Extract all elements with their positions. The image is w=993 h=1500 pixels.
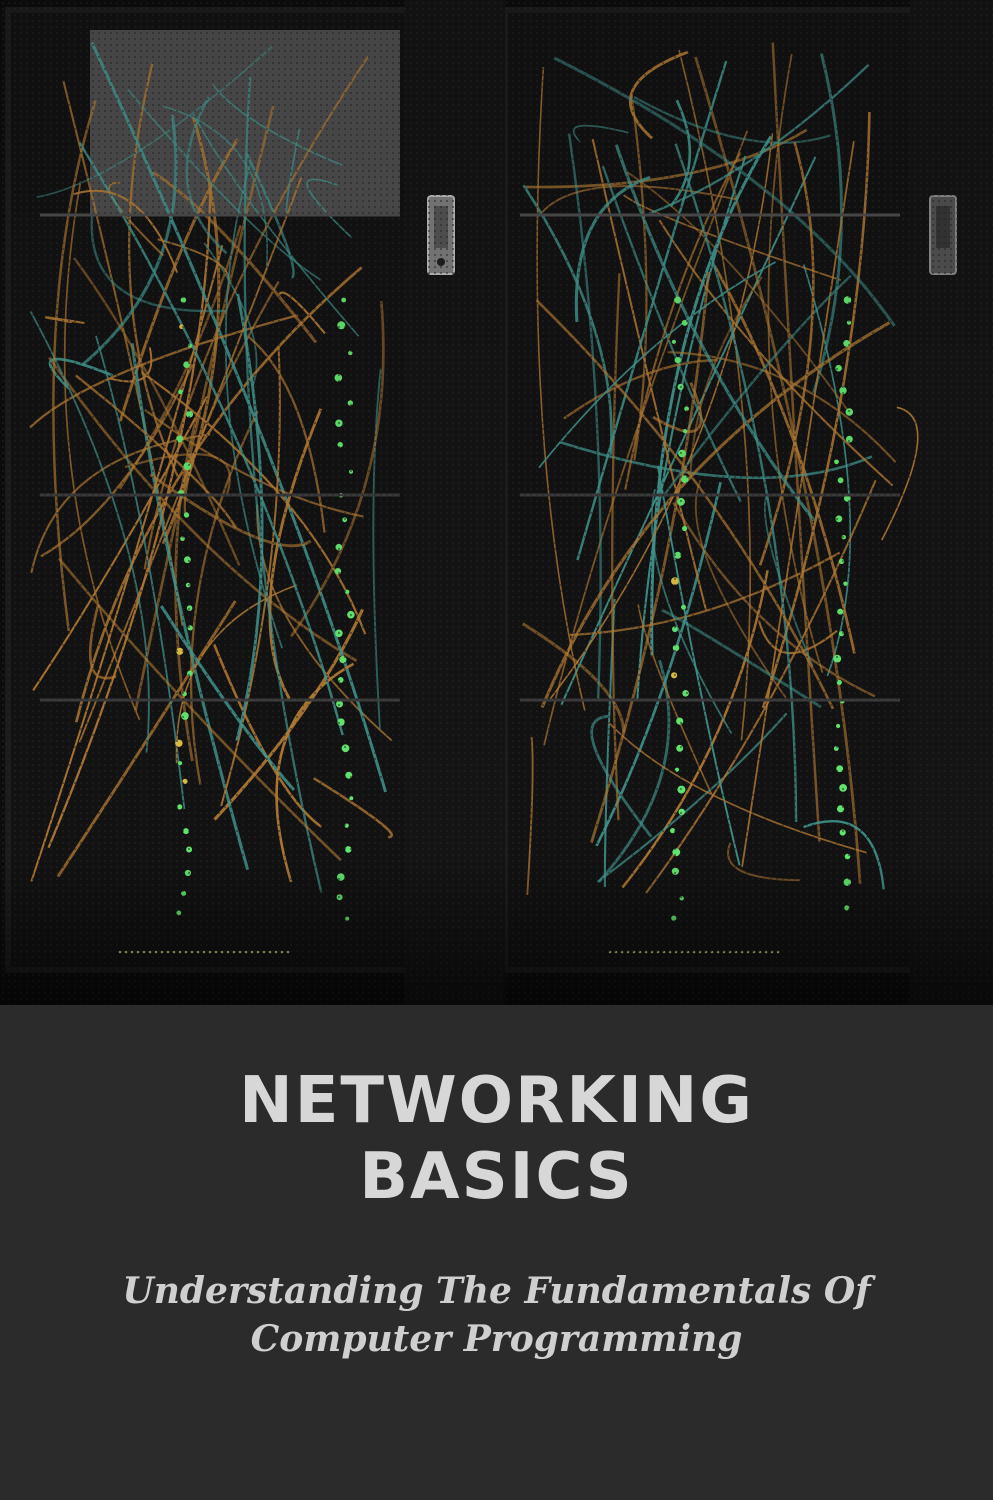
title-line-2: BASICS <box>359 1140 634 1214</box>
subtitle-line-2: Computer Programming <box>250 1318 743 1360</box>
book-title: NETWORKING BASICS <box>0 1005 993 1215</box>
server-racks-icon <box>0 0 993 1005</box>
title-block: NETWORKING BASICS Understanding The Fund… <box>0 1005 993 1500</box>
server-rack-photo <box>0 0 993 1005</box>
book-subtitle: Understanding The Fundamentals Of Comput… <box>0 1267 993 1363</box>
title-line-1: NETWORKING <box>239 1064 754 1138</box>
subtitle-line-1: Understanding The Fundamentals Of <box>122 1270 871 1312</box>
